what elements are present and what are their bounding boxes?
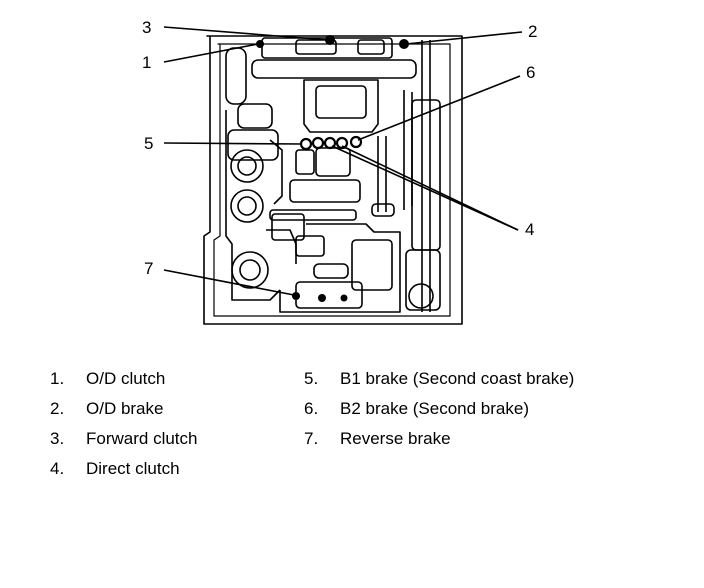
legend-item: 1. O/D clutch <box>50 364 197 394</box>
top-slot-2 <box>357 39 385 55</box>
legend-text: B2 brake (Second brake) <box>340 399 529 418</box>
legend-number: 6. <box>304 399 319 418</box>
callout-1: 1 <box>142 53 151 72</box>
valve-body-diagram: 1 2 3 4 5 6 7 <box>142 18 537 325</box>
callout-3: 3 <box>142 18 151 37</box>
rod-end <box>371 203 395 217</box>
callout-4: 4 <box>525 220 534 239</box>
check-ball-reverse-brake <box>292 292 300 300</box>
legend-item: 4. Direct clutch <box>50 454 197 484</box>
legend-text: Direct clutch <box>86 459 180 478</box>
leader-line-2 <box>405 31 523 45</box>
legend-number: 4. <box>50 459 65 478</box>
legend-text: Forward clutch <box>86 429 198 448</box>
legend-number: 3. <box>50 429 65 448</box>
accumulator-1-inner <box>237 156 257 176</box>
check-ball-od-brake <box>399 39 409 49</box>
check-ball-forward-clutch <box>325 35 335 45</box>
check-ball-reverse-brake-3 <box>340 294 348 302</box>
center-cavity-3 <box>289 179 361 203</box>
central-cavity <box>303 79 379 133</box>
callout-5: 5 <box>144 134 153 153</box>
central-cavity-inner <box>315 85 367 119</box>
legend-text: O/D brake <box>86 399 164 418</box>
legend-number: 7. <box>304 429 319 448</box>
callout-6: 6 <box>526 63 535 82</box>
lower-right-port <box>408 283 434 309</box>
middle-spool <box>269 209 357 221</box>
callout-7: 7 <box>144 259 153 278</box>
left-top-chamber <box>225 47 247 105</box>
accumulator-2-inner <box>237 196 257 216</box>
housing-outline <box>203 35 463 325</box>
left-wall <box>225 110 281 301</box>
callout-2: 2 <box>528 22 537 41</box>
port-b1-brake <box>299 137 313 151</box>
legend-left-column: 1. O/D clutch 2. O/D brake 3. Forward cl… <box>50 364 197 484</box>
top-slot-1 <box>295 39 337 55</box>
accumulator-3-inner <box>239 259 261 281</box>
middle-block-2 <box>295 235 325 257</box>
legend-item: 7. Reverse brake <box>304 424 574 454</box>
vertical-rod <box>377 136 387 212</box>
lower-wall <box>279 223 401 313</box>
accumulator-1 <box>230 149 264 183</box>
right-chamber <box>411 99 441 251</box>
left-chamber-a <box>237 103 273 129</box>
legend-text: Reverse brake <box>340 429 451 448</box>
check-ball-od-clutch <box>256 40 264 48</box>
legend-right-column: 5. B1 brake (Second coast brake) 6. B2 b… <box>304 364 574 454</box>
housing-inner-outline <box>213 43 451 317</box>
port-b2-brake <box>349 135 363 149</box>
legend-item: 6. B2 brake (Second brake) <box>304 394 574 424</box>
center-cavity-2 <box>295 149 315 175</box>
lower-cavity-1 <box>313 263 349 279</box>
top-spool <box>251 59 417 79</box>
check-ball-reverse-brake-2 <box>318 294 326 302</box>
right-lower-chamber <box>405 249 441 311</box>
legend-number: 5. <box>304 369 319 388</box>
legend-number: 1. <box>50 369 65 388</box>
legend-item: 2. O/D brake <box>50 394 197 424</box>
port-c <box>335 136 349 150</box>
accumulator-2 <box>230 189 264 223</box>
middle-block <box>271 213 305 241</box>
leader-line-1 <box>163 43 259 63</box>
legend-text: O/D clutch <box>86 369 166 388</box>
leader-line-3 <box>163 26 329 41</box>
lower-cavity-2 <box>351 239 393 291</box>
accumulator-3 <box>231 251 269 289</box>
legend-number: 2. <box>50 399 65 418</box>
leader-line-5 <box>163 142 303 145</box>
right-channel <box>403 40 431 312</box>
leader-line-7 <box>163 269 295 296</box>
legend-text: B1 brake (Second coast brake) <box>340 369 575 388</box>
leader-line-6 <box>357 75 521 141</box>
port-a <box>311 136 325 150</box>
legend-item: 5. B1 brake (Second coast brake) <box>304 364 574 394</box>
leader-line-4b <box>331 145 519 231</box>
legend-item: 3. Forward clutch <box>50 424 197 454</box>
